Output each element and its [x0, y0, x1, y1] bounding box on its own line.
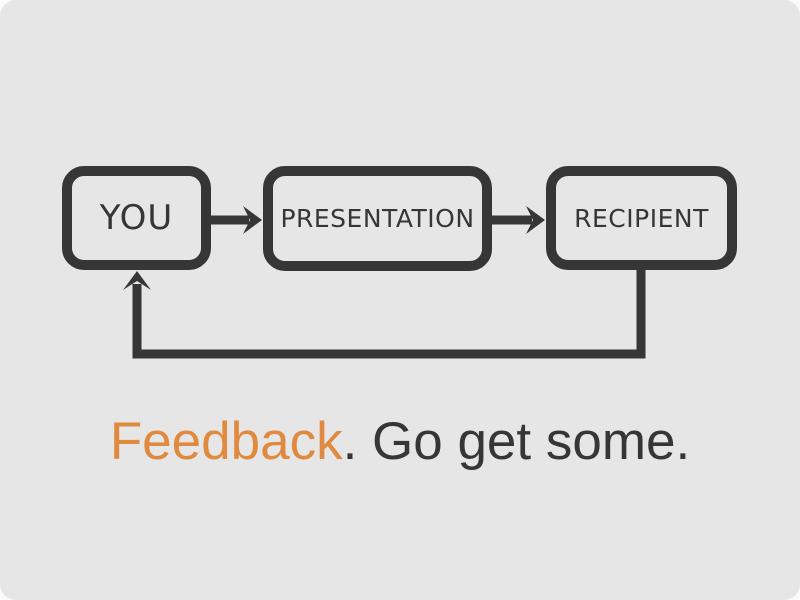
node-you-label: YOU	[99, 198, 174, 238]
arrow-presentation-to-recipient	[492, 206, 545, 234]
node-presentation-label: PRESENTATION	[280, 204, 475, 233]
node-recipient: RECIPIENT	[546, 166, 737, 270]
node-presentation: PRESENTATION	[263, 166, 492, 271]
caption-highlight: Feedback	[109, 411, 343, 471]
caption-rest: . Go get some.	[342, 411, 691, 471]
arrow-you-to-presentation	[211, 206, 262, 234]
caption: Feedback. Go get some.	[0, 403, 800, 479]
node-recipient-label: RECIPIENT	[574, 203, 709, 233]
feedback-loop-arrow	[123, 270, 646, 359]
node-you: YOU	[62, 166, 211, 270]
